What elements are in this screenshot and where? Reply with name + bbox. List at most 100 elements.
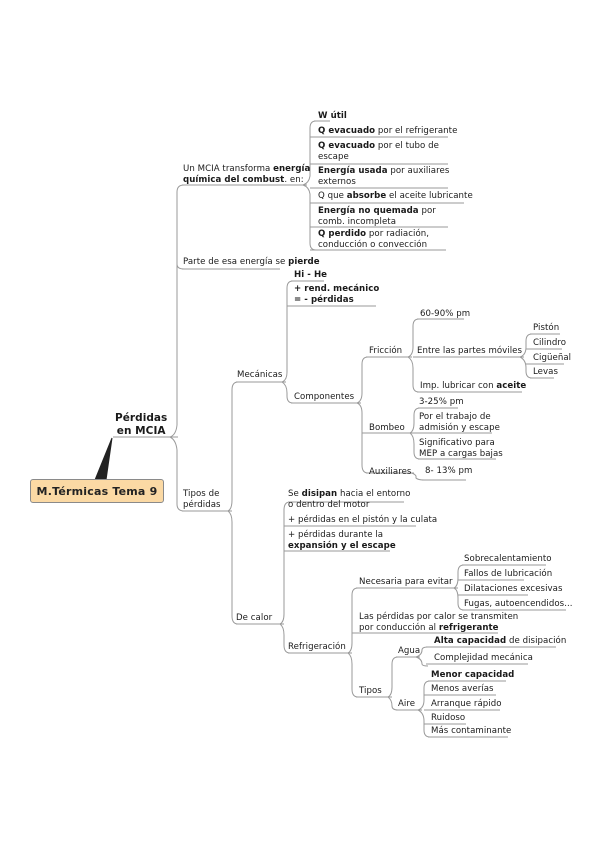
text-run: externos xyxy=(318,176,356,187)
text-run: Alta capacidad xyxy=(434,636,507,646)
auxiliares-pct-node[interactable]: 8- 13% pm xyxy=(425,466,473,476)
rend-mecanico-node[interactable]: + rend. mecánico= - pérdidas xyxy=(294,284,379,305)
energia-auxiliares-node[interactable]: Energía usada por auxiliares externos xyxy=(318,166,449,187)
aire-node[interactable]: Aire xyxy=(398,699,416,709)
text-run: por el tubo de xyxy=(375,141,439,151)
pierde-node[interactable]: Parte de esa energía se pierde xyxy=(183,257,320,268)
text-run: Energía no quemada xyxy=(318,206,419,216)
text-run: + pérdidas en el pistón y la culata xyxy=(288,515,438,525)
text-run: pierde xyxy=(288,257,320,267)
q-perdido-node[interactable]: Q perdido por radiación,conducción o con… xyxy=(318,229,429,250)
root-node[interactable]: M.Térmicas Tema 9 xyxy=(30,479,164,503)
text-run: comb. incompleta xyxy=(318,216,397,227)
piston-node[interactable]: Pistón xyxy=(533,323,560,333)
text-run: por radiación, xyxy=(366,229,430,239)
componentes-node[interactable]: Componentes xyxy=(294,392,355,402)
text-run: escape xyxy=(318,151,349,162)
bombeo-significativo-node[interactable]: Significativo para MEP a cargas bajas xyxy=(419,438,503,459)
menor-capacidad-node[interactable]: Menor capacidad xyxy=(431,670,514,681)
complejidad-node[interactable]: Complejidad mecánica xyxy=(434,653,533,664)
bombeo-pct-node[interactable]: 3-25% pm xyxy=(419,397,464,407)
text-run: disipan xyxy=(301,489,338,499)
de-calor-node[interactable]: De calor xyxy=(236,613,273,623)
lubricar-aceite-node[interactable]: Imp. lubricar con aceite xyxy=(420,381,526,392)
text-run: por auxiliares xyxy=(387,166,450,176)
bombeo-trabajo-node[interactable]: Por el trabajo de admisión y escape xyxy=(419,412,500,433)
text-run: energía xyxy=(273,164,311,174)
text-run: Energía usada xyxy=(318,166,388,176)
partes-moviles-node[interactable]: Entre las partes móviles xyxy=(417,346,523,356)
central-node[interactable]: Pérdidas en MCIA xyxy=(115,412,168,437)
text-run: por conducción al xyxy=(359,622,439,633)
arranque-rapido-node[interactable]: Arranque rápido xyxy=(431,699,502,710)
ruidoso-node[interactable]: Ruidoso xyxy=(431,713,465,724)
text-run: Arranque rápido xyxy=(431,699,502,709)
q-aceite-node[interactable]: Q que absorbe el aceite lubricante xyxy=(318,191,473,202)
text-run: Q evacuado xyxy=(318,126,376,136)
text-run: Hi - He xyxy=(294,270,328,280)
q-refrigerante-node[interactable]: Q evacuado por el refrigerante xyxy=(318,126,457,137)
text-run: = - pérdidas xyxy=(294,294,354,305)
tipos-perdidas-node[interactable]: Tipos de pérdidas xyxy=(183,489,221,510)
fallos-lubricacion-node[interactable]: Fallos de lubricación xyxy=(464,569,553,579)
text-run: hacia el entorno xyxy=(337,489,411,499)
text-run: de disipación xyxy=(506,636,567,646)
tipos-refrigeracion-node[interactable]: Tipos xyxy=(359,686,382,696)
text-run: o dentro del motor xyxy=(288,499,370,510)
text-run: refrigerante xyxy=(438,622,499,633)
q-escape-node[interactable]: Q evacuado por el tubo de escape xyxy=(318,141,439,162)
text-run: Parte de esa energía se xyxy=(183,257,289,267)
w-util-node[interactable]: W útil xyxy=(318,111,347,122)
fugas-node[interactable]: Fugas, autoencendidos... xyxy=(464,599,573,609)
text-run: por el refrigerante xyxy=(375,126,458,136)
energia-no-quemada-node[interactable]: Energía no quemada por comb. incompleta xyxy=(318,206,436,227)
text-run: conducción o convección xyxy=(318,239,428,250)
agua-node[interactable]: Agua xyxy=(398,646,421,656)
text-run: el aceite lubricante xyxy=(386,191,473,201)
text-run: Un MCIA transforma xyxy=(183,164,274,174)
sobrecalentamiento-node[interactable]: Sobrecalentamiento xyxy=(464,554,552,564)
text-run: Imp. lubricar con xyxy=(420,381,497,391)
cilindro-node[interactable]: Cilindro xyxy=(533,338,567,348)
dilataciones-node[interactable]: Dilataciones excesivas xyxy=(464,584,563,594)
text-run: . en: xyxy=(284,174,304,185)
text-run: por xyxy=(418,206,436,216)
friccion-pct-node[interactable]: 60-90% pm xyxy=(420,309,471,319)
root-label: M.Térmicas Tema 9 xyxy=(36,484,158,498)
text-run: Q evacuado xyxy=(318,141,376,151)
mas-contaminante-node[interactable]: Más contaminante xyxy=(431,726,511,737)
text-run: + pérdidas durante la xyxy=(288,530,384,540)
mecanicas-node[interactable]: Mecánicas xyxy=(237,370,283,380)
text-run: Menos averías xyxy=(431,684,494,694)
alta-capacidad-node[interactable]: Alta capacidad de disipación xyxy=(434,636,566,647)
text-run: Más contaminante xyxy=(431,726,512,736)
friccion-node[interactable]: Fricción xyxy=(369,346,403,356)
menos-averias-node[interactable]: Menos averías xyxy=(431,684,494,695)
text-run: + rend. mecánico xyxy=(294,284,380,294)
text-run: Menor capacidad xyxy=(431,670,515,680)
auxiliares-node[interactable]: Auxiliares xyxy=(369,467,412,477)
text-run: Las pérdidas por calor se transmiten xyxy=(359,612,519,622)
ciguenal-node[interactable]: Cigüeñal xyxy=(533,353,572,363)
refrigeracion-node[interactable]: Refrigeración xyxy=(288,642,346,652)
bombeo-node[interactable]: Bombeo xyxy=(369,423,405,433)
text-run: Se xyxy=(288,489,302,499)
text-run: aceite xyxy=(496,381,527,391)
text-run: Q que xyxy=(318,191,347,201)
text-run: Ruidoso xyxy=(431,713,466,723)
text-run: Complejidad mecánica xyxy=(434,653,533,663)
hi-he-node[interactable]: Hi - He xyxy=(294,270,327,281)
text-run: W útil xyxy=(318,111,347,121)
text-run: Q perdido xyxy=(318,229,367,239)
necesaria-evitar-node[interactable]: Necesaria para evitar xyxy=(359,577,453,587)
piston-culata-node[interactable]: + pérdidas en el pistón y la culata xyxy=(288,515,437,526)
levas-node[interactable]: Levas xyxy=(533,367,559,377)
text-run: química del combust xyxy=(183,174,285,185)
text-run: expansión y el escape xyxy=(288,540,396,551)
